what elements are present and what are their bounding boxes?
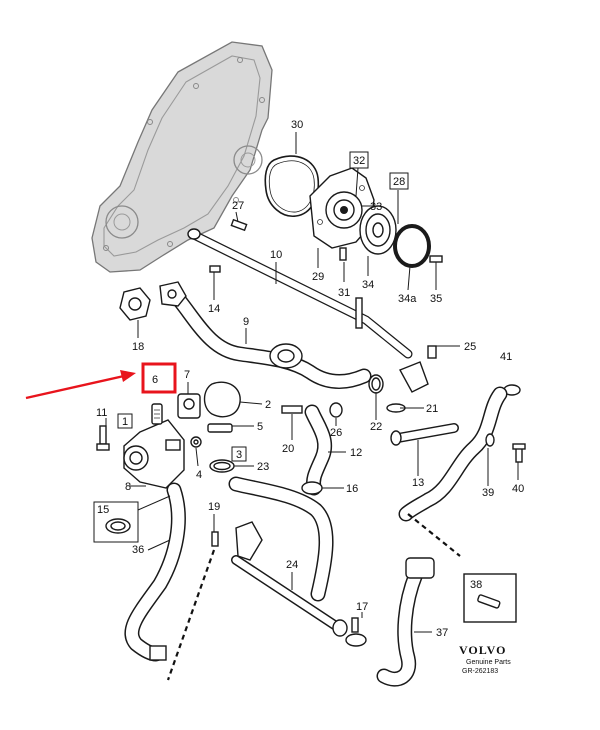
callout-1: 1 — [122, 416, 128, 428]
highlight-annotation — [25, 362, 177, 400]
reference-number: GR-262183 — [462, 668, 498, 675]
callout-24: 38 — [470, 579, 482, 591]
clamp-26 — [329, 402, 343, 418]
hose-39 — [398, 386, 508, 522]
callout-4: 4 — [196, 469, 202, 481]
callout-25: 25 — [464, 341, 476, 353]
thermostat-housing — [123, 419, 185, 489]
callout-10: 10 — [270, 249, 282, 261]
clamp-23 — [209, 459, 235, 473]
callout-7: 7 — [184, 369, 190, 381]
callout-16: 16 — [346, 483, 358, 495]
box-frame-3 — [231, 446, 247, 462]
callout-30: 30 — [291, 119, 303, 131]
leader-lines — [105, 132, 519, 633]
flange-18 — [119, 287, 151, 321]
hose-12 — [304, 404, 333, 496]
belt-clamp — [393, 224, 431, 268]
callout-6: 6 — [152, 374, 158, 386]
callout-37: 37 — [436, 627, 448, 639]
sensor-6 — [151, 403, 163, 425]
red-arrow-head — [120, 370, 136, 382]
callout-21: 21 — [426, 403, 438, 415]
callout-34: 34 — [362, 279, 374, 291]
valve-7 — [177, 393, 201, 419]
bolt-20 — [281, 405, 303, 414]
callout-12: 12 — [350, 447, 362, 459]
callout-13: 13 — [412, 477, 424, 489]
highlight-box — [141, 362, 177, 394]
callout-5: 5 — [257, 421, 263, 433]
callout-27: 27 — [232, 200, 244, 212]
clamp-16 — [301, 481, 323, 495]
box-frame-28 — [389, 172, 409, 190]
callout-20: 20 — [282, 443, 294, 455]
flange-14 — [159, 281, 187, 307]
dashed-link-left — [166, 549, 216, 681]
callout-28: 28 — [393, 176, 405, 188]
callout-8: 8 — [125, 481, 131, 493]
callout-34a: 34a — [398, 293, 417, 305]
bolt-19 — [211, 531, 219, 547]
callout-33: 33 — [370, 201, 382, 213]
pipe-13 — [390, 423, 459, 446]
timing-cover — [91, 41, 273, 273]
callout-labels: 30 32 28 27 33 10 29 34 31 34a 35 14 18 … — [96, 119, 524, 639]
clamp-15 — [105, 518, 131, 534]
callout-41: 41 — [500, 351, 512, 363]
callout-23: 23 — [257, 461, 269, 473]
genuine-parts-text: Genuine Parts — [466, 659, 511, 666]
clamp-17 — [345, 617, 367, 647]
hose-9 — [168, 288, 372, 389]
box-frame-1 — [117, 413, 133, 429]
hose-37 — [376, 557, 435, 687]
callout-15: 15 — [97, 504, 109, 516]
hose-38 — [228, 476, 334, 602]
outlet-fitting — [399, 345, 437, 393]
callout-11: 11 — [96, 407, 107, 419]
bolts-top — [209, 218, 443, 273]
callout-22: 22 — [370, 421, 382, 433]
callout-14: 14 — [208, 303, 220, 315]
callout-29: 29 — [312, 271, 324, 283]
water-pump — [309, 167, 375, 249]
gasket-30 — [264, 155, 320, 217]
callout-26: 26 — [330, 427, 342, 439]
callout-32: 32 — [353, 155, 365, 167]
callout-40: 40 — [512, 483, 524, 495]
callout-3: 3 — [236, 449, 242, 461]
callout-36: 36 — [132, 544, 144, 556]
bolt-11 — [96, 425, 110, 451]
hose-36 — [124, 482, 186, 662]
o-rings — [368, 374, 521, 413]
callout-19: 19 — [208, 501, 220, 513]
pump-pulley — [359, 205, 397, 255]
bolt-5 — [207, 423, 233, 433]
callout-31: 31 — [338, 287, 350, 299]
callout-17: 17 — [356, 601, 368, 613]
callout-18: 18 — [132, 341, 144, 353]
dashed-link-right — [407, 513, 461, 557]
callout-39: 39 — [482, 487, 494, 499]
callout-35: 35 — [430, 293, 442, 305]
volvo-branding: VOLVO Genuine Parts GR-262183 — [459, 643, 511, 675]
box-frame-32 — [349, 151, 369, 169]
box-24 — [463, 573, 517, 623]
gasket-2 — [203, 381, 241, 418]
callout-38: 24 — [286, 559, 298, 571]
volvo-logo: VOLVO — [459, 643, 506, 657]
bolt-40 — [512, 443, 526, 463]
pipe-38 — [231, 521, 348, 637]
callout-2: 2 — [265, 399, 271, 411]
coolant-pipe-10 — [187, 228, 413, 359]
red-arrow — [25, 374, 125, 400]
seal-4 — [190, 436, 202, 448]
box-frame-15 — [93, 501, 139, 543]
callout-9: 9 — [243, 316, 249, 328]
